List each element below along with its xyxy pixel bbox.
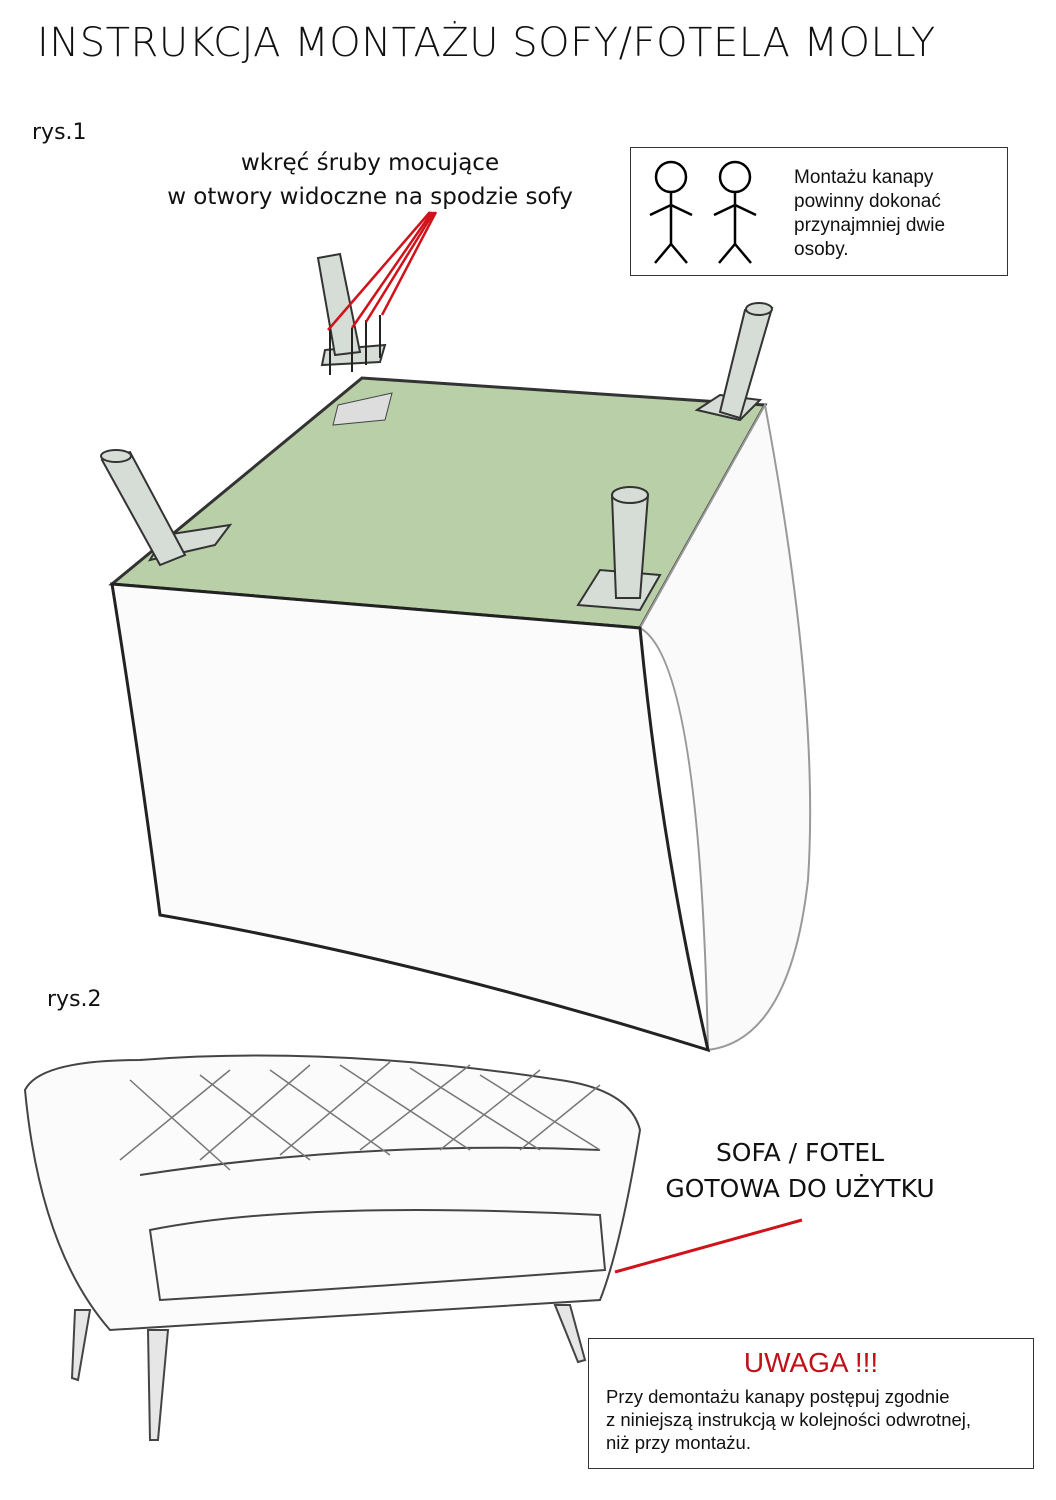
pointer-line [614,1218,803,1274]
warning-text: Przy demontażu kanapy postępuj zgodnie z… [606,1385,971,1454]
sofa-side [638,402,812,1052]
page-title: INSTRUKCJA MONTAŻU SOFY/FOTELA MOLLY [37,20,936,66]
figure-1-label: rys.1 [32,120,87,145]
finished-sofa-illustration [23,1054,642,1441]
mounting-plate [332,392,393,426]
figure-1-caption: wkręć śruby mocujące w otwory widoczne n… [130,146,610,214]
screw-icon [329,315,381,375]
figure-2-caption: SOFA / FOTEL GOTOWA DO UŻYTKU [640,1135,960,1207]
warning-line: Przy demontażu kanapy postępuj zgodnie [606,1386,950,1407]
two-people-icon [649,160,757,264]
note-line: przynajmniej dwie [794,215,946,236]
leg [100,252,774,612]
pointer-lines [327,211,438,331]
warning-line: niż przy montażu. [606,1432,751,1453]
warning-line: z niniejszą instrukcją w kolejności odwr… [606,1409,972,1430]
two-people-note: Montażu kanapy powinny dokonać przynajmn… [630,147,1008,276]
caption-line: wkręć śruby mocujące [240,150,500,176]
caption-line: w otwory widoczne na spodzie sofy [167,184,573,210]
warning-box: UWAGA !!! Przy demontażu kanapy postępuj… [588,1338,1034,1469]
note-line: powinny dokonać [794,191,941,212]
note-line: osoby. [794,239,849,260]
warning-title: UWAGA !!! [743,1347,879,1378]
figure-2-label: rys.2 [47,987,102,1012]
sofa-front [110,582,711,1053]
note-line: Montażu kanapy [794,167,934,188]
caption-line: GOTOWA DO UŻYTKU [665,1174,935,1203]
caption-line: SOFA / FOTEL [715,1138,885,1167]
people-note-text: Montażu kanapy powinny dokonać przynajmn… [794,166,945,262]
